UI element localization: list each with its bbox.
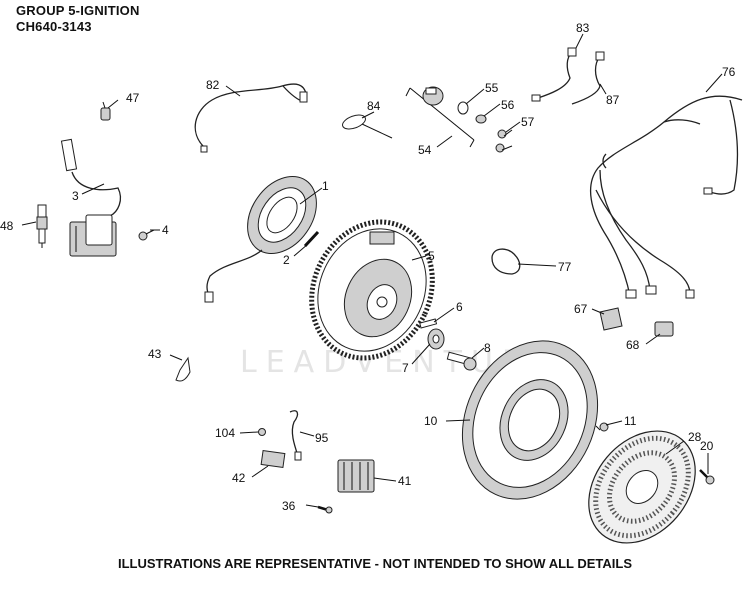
part-6-key[interactable] xyxy=(419,318,438,329)
callout-10: 10 xyxy=(424,414,438,428)
part-36-screw[interactable] xyxy=(317,505,333,514)
part-11-screw[interactable] xyxy=(595,422,609,432)
callout-47: 47 xyxy=(126,91,140,105)
part-47-terminal[interactable] xyxy=(100,101,111,121)
disclaimer-text: ILLUSTRATIONS ARE REPRESENTATIVE - NOT I… xyxy=(118,556,632,571)
callout-104: 104 xyxy=(215,426,235,440)
callout-42: 42 xyxy=(232,471,246,485)
callout-2: 2 xyxy=(283,253,290,267)
part-68-connector[interactable] xyxy=(654,321,674,337)
part-84-cable-tie[interactable] xyxy=(341,112,393,139)
callout-28: 28 xyxy=(688,430,702,444)
part-20-screw[interactable] xyxy=(699,469,715,485)
callout-labels: 1 2 3 4 5 6 7 8 10 11 20 28 36 41 42 43 … xyxy=(0,21,736,513)
callout-83: 83 xyxy=(576,21,590,35)
part-8-bolt[interactable] xyxy=(446,351,477,371)
part-76-wiring-harness[interactable] xyxy=(590,95,743,299)
callout-84: 84 xyxy=(367,99,381,113)
part-67-bracket[interactable] xyxy=(599,307,623,331)
callout-95: 95 xyxy=(315,431,329,445)
callout-76: 76 xyxy=(722,65,736,79)
part-4-screw[interactable] xyxy=(138,229,155,241)
callout-56: 56 xyxy=(501,98,515,112)
part-42-pad[interactable] xyxy=(260,449,286,469)
part-3-ignition-module[interactable] xyxy=(60,138,122,257)
part-87-lead[interactable] xyxy=(571,51,605,105)
part-54-key-switch-group[interactable] xyxy=(405,86,475,148)
part-2-bolt[interactable] xyxy=(303,230,320,248)
callout-11: 11 xyxy=(624,414,637,428)
callout-1: 1 xyxy=(322,179,329,193)
part-82-wire-lead[interactable] xyxy=(194,83,308,153)
callout-4: 4 xyxy=(162,223,169,237)
diagram-title: GROUP 5-IGNITION xyxy=(16,3,140,18)
callout-5: 5 xyxy=(428,249,435,263)
part-48-spark-plug[interactable] xyxy=(36,204,48,248)
part-56-washer[interactable] xyxy=(475,114,487,124)
part-95-lead[interactable] xyxy=(289,410,302,461)
callout-6: 6 xyxy=(456,300,463,314)
part-5-flywheel[interactable] xyxy=(290,202,454,378)
part-10-cooling-fan[interactable] xyxy=(437,319,622,522)
callout-87: 87 xyxy=(606,93,620,107)
part-28-grass-screen[interactable] xyxy=(567,410,717,564)
part-104-screw[interactable] xyxy=(258,428,266,436)
callout-7: 7 xyxy=(402,361,409,375)
callout-55: 55 xyxy=(485,81,499,95)
callout-68: 68 xyxy=(626,338,640,352)
callout-82: 82 xyxy=(206,78,220,92)
part-57-keys[interactable] xyxy=(495,129,513,153)
callout-57: 57 xyxy=(521,115,535,129)
part-77-wire-loop[interactable] xyxy=(491,248,521,275)
callout-8: 8 xyxy=(484,341,491,355)
model-number: CH640-3143 xyxy=(16,19,92,34)
callout-77: 77 xyxy=(558,260,572,274)
part-55-nut[interactable] xyxy=(457,101,469,115)
callout-36: 36 xyxy=(282,499,296,513)
leader-lines xyxy=(21,33,723,508)
callout-43: 43 xyxy=(148,347,162,361)
callout-67: 67 xyxy=(574,302,588,316)
part-83-lead[interactable] xyxy=(531,47,577,102)
callout-41: 41 xyxy=(398,474,412,488)
part-41-rectifier-regulator[interactable] xyxy=(337,459,375,493)
part-7-washer[interactable] xyxy=(427,328,445,350)
part-43-clip[interactable] xyxy=(175,356,191,382)
callout-20: 20 xyxy=(700,439,714,453)
part-1-stator[interactable] xyxy=(204,163,331,303)
callout-3: 3 xyxy=(72,189,79,203)
callout-54: 54 xyxy=(418,143,432,157)
callout-48: 48 xyxy=(0,219,14,233)
